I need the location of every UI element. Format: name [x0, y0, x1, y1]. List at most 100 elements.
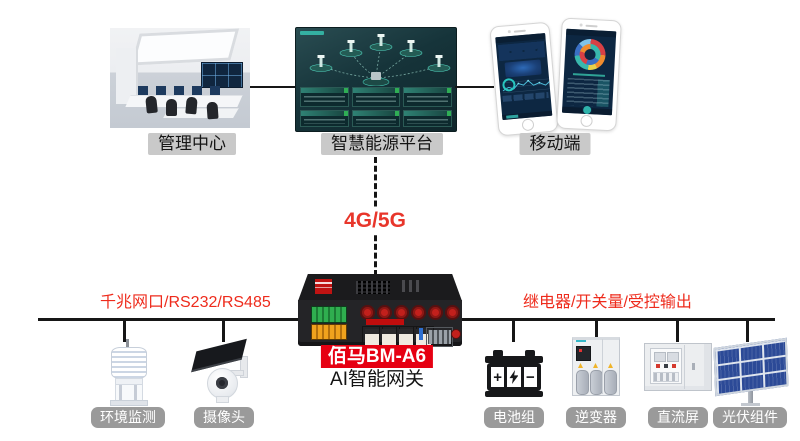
- battery-icon: + −: [485, 350, 543, 398]
- red-button: [656, 364, 660, 368]
- donut-chart: [573, 38, 607, 71]
- app-title-bar: [566, 28, 617, 38]
- office-chair: [206, 101, 219, 120]
- data-panel: [351, 109, 401, 127]
- antenna-connector: [394, 305, 409, 320]
- antenna-connector: [428, 305, 443, 320]
- desk-monitors: [138, 86, 222, 95]
- weather-station-icon: [103, 339, 153, 406]
- warning-triangle: [578, 363, 583, 368]
- minus-sign: −: [525, 368, 535, 386]
- bus-label-right: 继电器/开关量/受控输出: [523, 294, 692, 311]
- section-divider: [572, 73, 606, 77]
- plus-sign: +: [493, 368, 503, 386]
- data-panel: [403, 109, 452, 127]
- inverter-icon: [572, 337, 620, 396]
- connector-line: [455, 86, 494, 88]
- label-inverter: 逆变器: [566, 407, 626, 428]
- terminal-block-green: [311, 306, 347, 323]
- topology-graph: [309, 34, 451, 86]
- gateway-top-red-tag: [315, 279, 332, 294]
- meter: [667, 352, 679, 362]
- phone-camera-dot: [579, 23, 583, 27]
- home-button: [580, 114, 593, 128]
- phone-mockup-left: [489, 21, 559, 137]
- gateway-top-face: [298, 274, 462, 301]
- drop-line: [222, 320, 225, 342]
- battery-lid: [485, 356, 543, 363]
- phone-mockup-right: [556, 17, 622, 132]
- cabinet-seam: [684, 345, 685, 389]
- warning-triangle: [608, 363, 613, 368]
- connector-line: [250, 86, 295, 88]
- control-room-photo: [110, 28, 250, 128]
- dark-button: [664, 364, 668, 368]
- louver-shield: [111, 347, 147, 379]
- wall-pillar: [116, 48, 138, 104]
- camera-foot: [216, 396, 229, 403]
- dashboard-logo: [300, 31, 324, 35]
- inverter-capacitor: [576, 370, 589, 395]
- sensor-body: [115, 384, 143, 401]
- label-energy-platform: 智慧能源平台: [321, 133, 443, 155]
- gateway-brand-strip: [366, 319, 404, 325]
- phone-speaker: [513, 29, 526, 33]
- label-pv-module: 光伏组件: [713, 407, 787, 428]
- phone-speaker: [585, 24, 598, 28]
- pv-panel-grid: [713, 337, 789, 397]
- terminal-block-orange: [311, 324, 347, 340]
- camera-lens: [216, 377, 228, 389]
- battery-cell-bolt: [507, 367, 524, 387]
- bottom-nav-bar: [561, 106, 613, 116]
- gateway-device: [298, 274, 462, 347]
- lightning-icon: [509, 370, 519, 384]
- pv-pole: [748, 389, 753, 404]
- label-env-monitor: 环境监测: [91, 407, 165, 428]
- gateway-name-tag: 佰马BM-A6: [320, 345, 434, 368]
- topology-hub: [362, 72, 390, 86]
- solar-camera-icon: [190, 338, 254, 404]
- antenna: [126, 339, 129, 348]
- antenna-connector: [451, 329, 461, 339]
- office-chair: [185, 96, 198, 115]
- label-camera: 摄像头: [194, 407, 254, 428]
- meter: [654, 352, 666, 362]
- inverter-capacitor: [604, 370, 617, 395]
- label-battery: 电池组: [484, 407, 544, 428]
- drop-line: [512, 320, 515, 342]
- usb-port: [419, 328, 423, 340]
- io-port-block: [426, 327, 453, 347]
- inverter-logo: [576, 340, 586, 342]
- drop-line: [595, 320, 598, 342]
- drop-line: [123, 320, 126, 342]
- label-mobile: 移动端: [519, 133, 591, 155]
- line-chart: [502, 78, 551, 94]
- door-handle: [692, 363, 695, 370]
- drop-line: [676, 320, 679, 342]
- gateway-top-markings: [402, 280, 420, 292]
- ceiling-light: [130, 28, 240, 66]
- donut-center: [584, 48, 596, 61]
- breaker-row: [653, 372, 679, 382]
- gateway-front-face: [298, 300, 462, 347]
- antenna-connector: [445, 305, 460, 320]
- dc-window: [650, 348, 682, 384]
- data-panel: [300, 87, 349, 107]
- phone-screen-monitor-app: [495, 32, 553, 121]
- phone-camera-dot: [507, 29, 511, 34]
- data-panel: [403, 87, 452, 107]
- data-panel: [300, 109, 349, 127]
- battery-terminal: [493, 350, 503, 357]
- dc-panel-icon: [644, 343, 712, 391]
- uplink-4g5g-label: 4G/5G: [340, 208, 410, 234]
- pv-base: [741, 403, 760, 406]
- data-panel: [351, 87, 401, 107]
- label-management-center: 管理中心: [148, 133, 236, 155]
- battery-terminal: [525, 350, 535, 357]
- antenna-connector: [377, 305, 392, 320]
- dashboard-panels: [300, 87, 452, 127]
- platform-dashboard-screenshot: [295, 27, 457, 132]
- home-button: [521, 118, 535, 132]
- stats-list: [566, 77, 610, 108]
